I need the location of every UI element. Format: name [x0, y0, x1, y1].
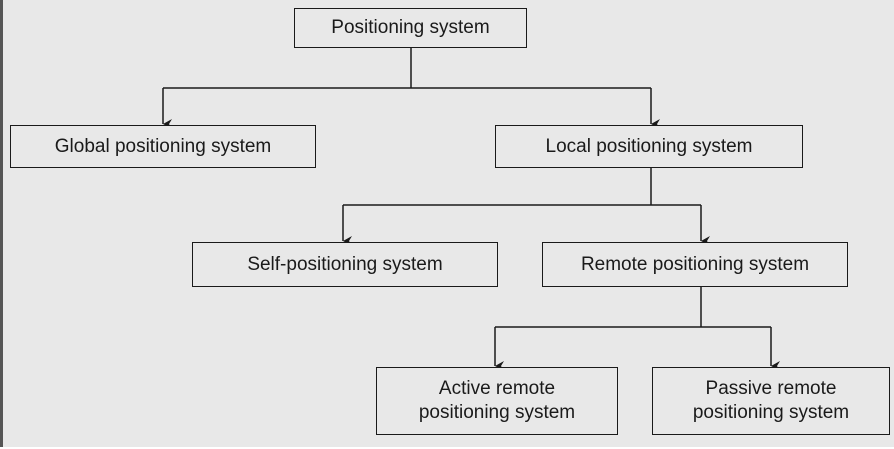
- node-label: Active remote positioning system: [418, 378, 576, 423]
- node-passive-remote-positioning-system: Passive remote positioning system: [652, 367, 890, 435]
- left-border-rule: [0, 0, 3, 449]
- node-label: Global positioning system: [54, 135, 272, 157]
- node-label: Remote positioning system: [580, 253, 810, 275]
- node-label: Self-positioning system: [247, 253, 443, 275]
- bottom-edge: [0, 447, 894, 449]
- node-remote-positioning-system: Remote positioning system: [542, 242, 848, 287]
- node-local-positioning-system: Local positioning system: [495, 125, 803, 168]
- node-label: Local positioning system: [545, 135, 753, 157]
- node-positioning-system: Positioning system: [294, 8, 527, 48]
- node-active-remote-positioning-system: Active remote positioning system: [376, 367, 618, 435]
- node-label: Positioning system: [331, 17, 490, 38]
- node-self-positioning-system: Self-positioning system: [192, 242, 498, 287]
- node-global-positioning-system: Global positioning system: [10, 125, 316, 168]
- node-label: Passive remote positioning system: [692, 378, 850, 423]
